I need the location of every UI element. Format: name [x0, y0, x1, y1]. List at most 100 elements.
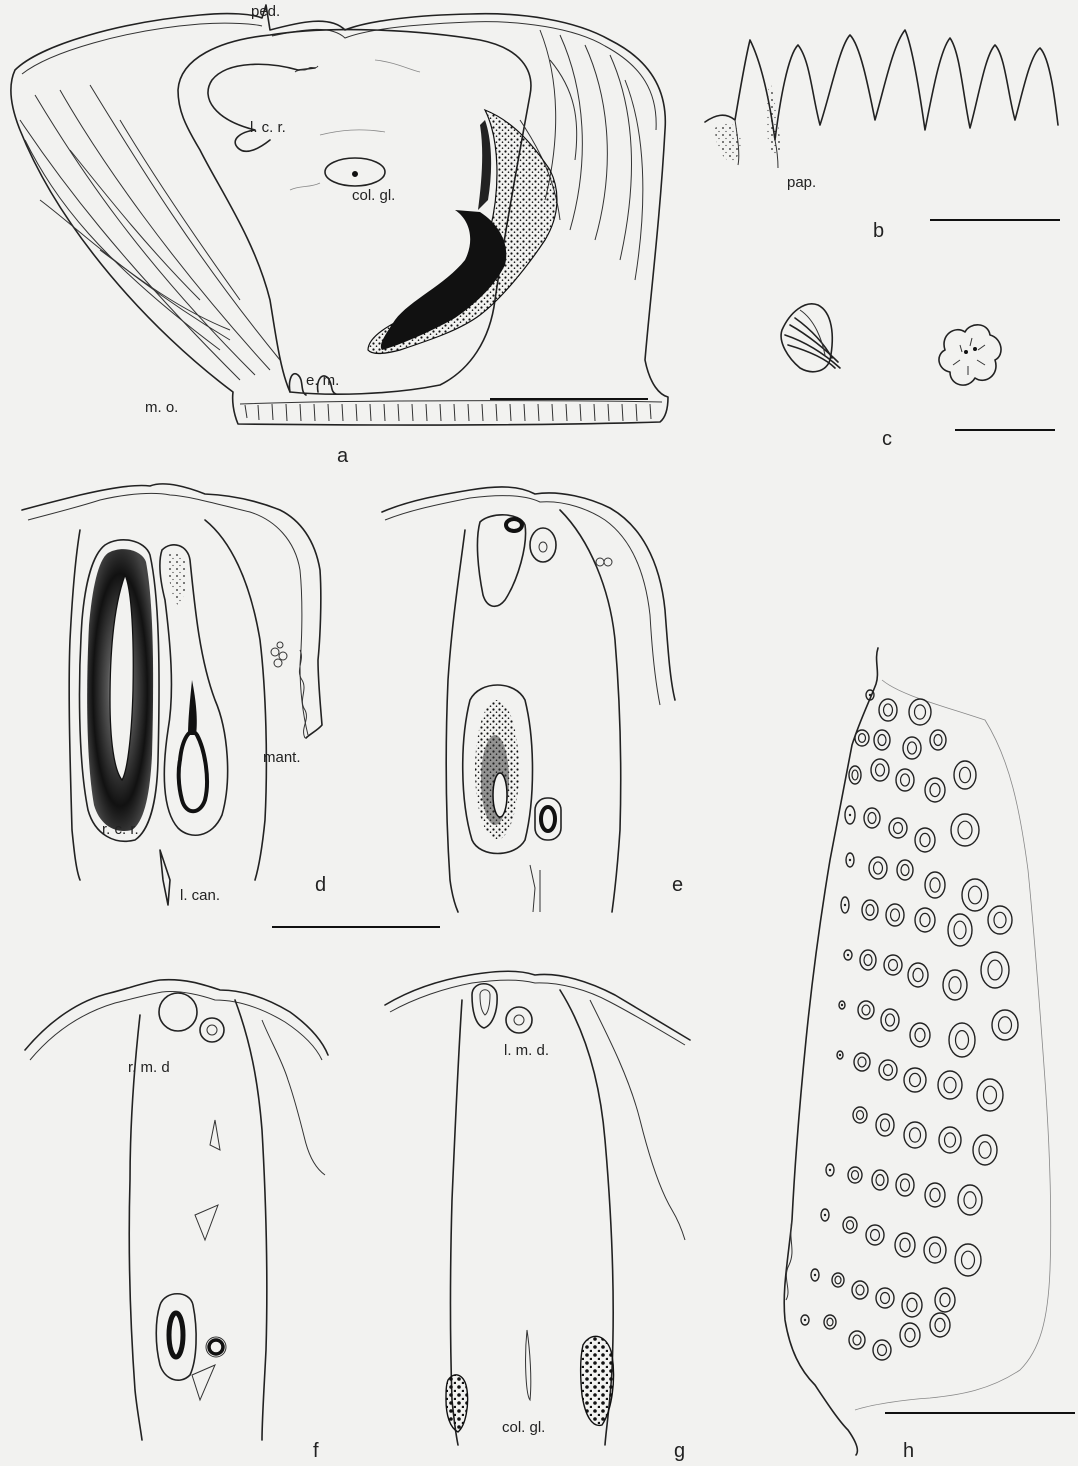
- follicle-ring: [992, 1010, 1018, 1040]
- follicle-ring: [854, 1053, 870, 1071]
- panel-f-right-wave: [262, 1020, 325, 1175]
- follicle-ring-inner: [884, 1065, 893, 1076]
- follicle-ring: [930, 730, 946, 750]
- panel-e-small-circles: [596, 558, 612, 566]
- follicle-ring: [988, 906, 1012, 934]
- follicle-dot: [829, 1169, 831, 1171]
- panel-d: mant. r. c. r. l. can. d: [22, 484, 440, 927]
- follicle-ring-inner: [960, 767, 971, 782]
- label-pap: pap.: [787, 174, 816, 191]
- follicle-ring: [858, 1001, 874, 1019]
- follicle-ring-inner: [964, 1192, 976, 1209]
- panel-f-lower-ring: [169, 1313, 183, 1357]
- follicle-ring: [895, 1233, 915, 1257]
- panel-e-outer-mantle: [382, 487, 675, 700]
- follicle-ring-inner: [910, 1073, 921, 1086]
- follicle-ring-inner: [920, 833, 930, 846]
- panel-letter-a: a: [337, 445, 349, 467]
- follicle-ring: [949, 1023, 975, 1057]
- follicle-dot: [849, 814, 851, 816]
- panel-d-body-left-wall: [69, 530, 80, 880]
- follicle-ring-inner: [856, 1285, 864, 1295]
- panel-letter-b: b: [873, 220, 884, 242]
- follicle-ring: [864, 808, 880, 828]
- panel-f-top-circle-large: [159, 993, 197, 1031]
- follicle-ring-inner: [969, 886, 982, 904]
- follicle-ring-inner: [979, 1142, 991, 1159]
- follicle-ring-inner: [915, 705, 926, 719]
- follicle-ring-inner: [853, 1335, 861, 1345]
- follicle-ring-inner: [876, 1175, 884, 1186]
- follicle-ring: [930, 1313, 950, 1337]
- label-colgl-g: col. gl.: [502, 1419, 545, 1436]
- follicle-dot: [844, 904, 846, 906]
- follicle-dot: [841, 1004, 843, 1006]
- follicle-ring-inner: [874, 862, 883, 874]
- panel-h-right-edge: [855, 680, 1051, 1410]
- follicle-ring-inner: [827, 1318, 833, 1326]
- follicle-ring: [896, 769, 914, 791]
- panel-e-lower-lumen: [493, 773, 507, 817]
- follicle-ring: [884, 955, 902, 975]
- panel-d-lcr-tail: [188, 680, 197, 735]
- panel-f-top-circle-small-inner: [207, 1025, 217, 1035]
- panel-e-small-ring: [541, 807, 555, 831]
- panel-e-top-ring: [506, 519, 522, 531]
- follicle-ring-inner: [962, 1251, 975, 1269]
- panel-d-lcr-dark-ring: [179, 732, 207, 811]
- panel-f-outer-mantle: [25, 980, 328, 1055]
- follicle-ring: [904, 1068, 926, 1092]
- follicle-ring-inner: [913, 968, 923, 981]
- follicle-ring: [871, 759, 889, 781]
- label-mant: mant.: [263, 749, 301, 766]
- follicle-ring-inner: [956, 1031, 969, 1050]
- follicle-ring-inner: [858, 1057, 866, 1067]
- follicle-ring-inner: [958, 821, 972, 839]
- follicle-ring: [860, 950, 876, 970]
- follicle-ring: [954, 761, 976, 789]
- label-lmd: l. m. d.: [504, 1042, 549, 1059]
- follicle-ring-inner: [852, 1171, 859, 1180]
- panel-g-canal: [526, 1330, 531, 1400]
- follicle-ring-inner: [900, 1238, 910, 1251]
- panel-a: ped. l. c. r. col. gl. e. m. m. o. a: [11, 3, 668, 467]
- panel-letter-c: c: [882, 428, 892, 450]
- follicle-ring: [955, 1244, 981, 1276]
- follicle-ring-inner: [862, 1005, 870, 1015]
- follicle-dot: [804, 1319, 806, 1321]
- follicle-ring-inner: [940, 1293, 950, 1306]
- label-mo: m. o.: [145, 399, 178, 416]
- follicle-ring: [977, 1079, 1003, 1111]
- follicle-ring-inner: [984, 1086, 997, 1104]
- follicle-ring-inner: [944, 1077, 956, 1092]
- label-lcr: l. c. r.: [250, 119, 286, 136]
- follicle-ring: [849, 766, 861, 784]
- panel-f-triangle-2: [195, 1205, 218, 1240]
- follicle-ring-inner: [905, 1328, 915, 1341]
- follicle-ring-inner: [930, 1188, 940, 1201]
- follicle-ring: [853, 1107, 867, 1123]
- follicle-ring-inner: [871, 1230, 880, 1241]
- follicle-ring: [843, 1217, 857, 1233]
- follicle-ring-inner: [915, 1028, 925, 1041]
- panel-e-small-box: [535, 798, 561, 840]
- follicle-ring: [873, 1340, 891, 1360]
- panel-e-canal: [530, 865, 540, 912]
- panel-g-outer-mantle: [385, 971, 690, 1040]
- follicle-ring: [848, 1167, 862, 1183]
- follicle-ring: [872, 1170, 888, 1190]
- follicle-ring-inner: [868, 813, 876, 824]
- panel-a-dark-band: [368, 110, 557, 353]
- panel-g-colgl-left: [446, 1375, 468, 1432]
- follicle-ring-inner: [835, 1276, 841, 1284]
- panel-e-body-right-wall: [560, 510, 621, 912]
- label-em: e. m.: [306, 372, 339, 389]
- follicle-ring: [900, 1323, 920, 1347]
- follicle-ring: [886, 904, 904, 926]
- follicle-ring: [943, 970, 967, 1000]
- follicle-ring-inner: [934, 735, 942, 746]
- follicle-ring-inner: [881, 1119, 890, 1131]
- follicle-ring: [908, 963, 928, 987]
- panel-a-outer-wall: [11, 5, 668, 425]
